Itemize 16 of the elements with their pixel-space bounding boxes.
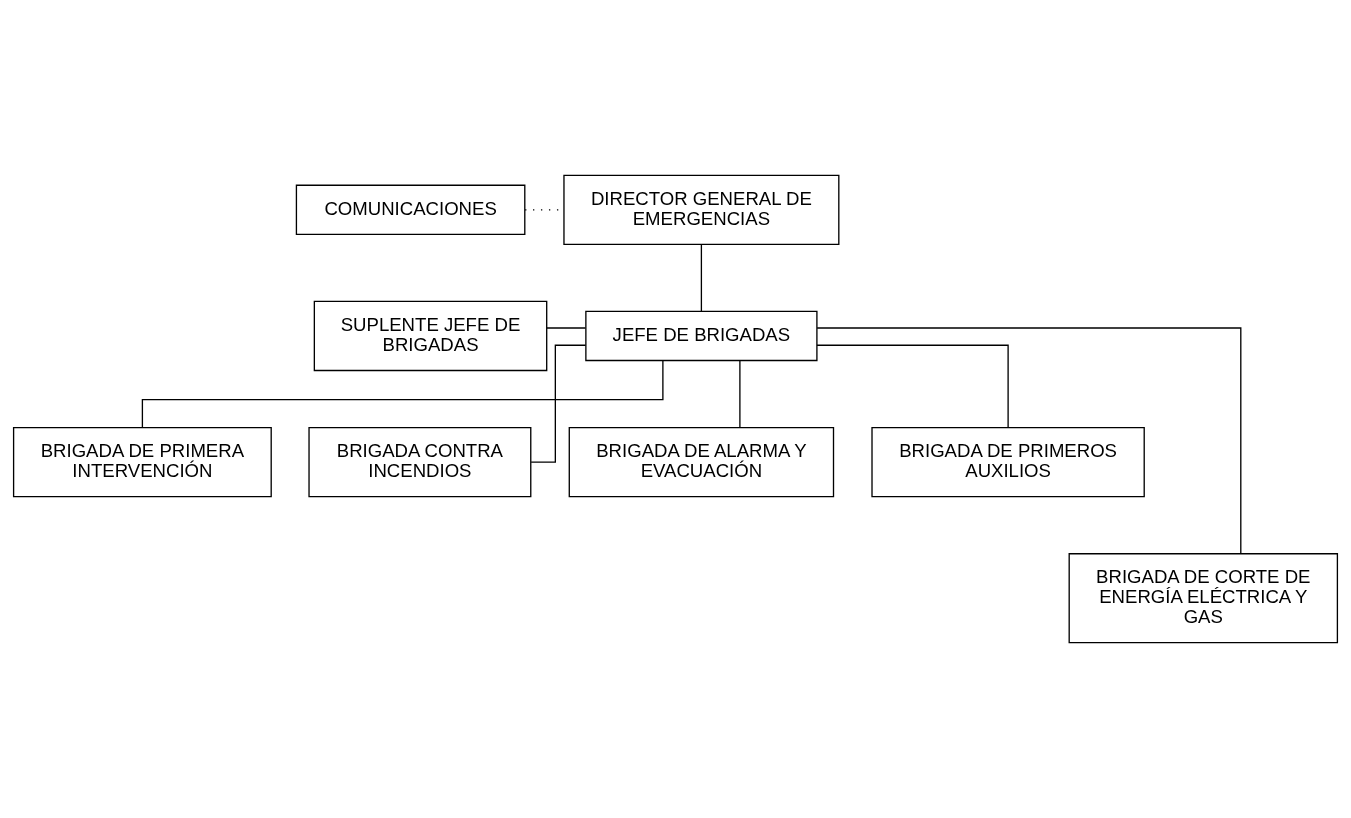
node-box: BRIGADA DE PRIMERA INTERVENCIÓN bbox=[12, 426, 272, 498]
node-box: BRIGADA DE CORTE DE ENERGÍA ELÉCTRICA Y GAS bbox=[1068, 553, 1339, 644]
connector bbox=[816, 327, 1242, 555]
connector bbox=[700, 243, 703, 312]
connector bbox=[816, 344, 1009, 428]
node-box: SUPLENTE JEFE DE BRIGADAS bbox=[313, 300, 548, 372]
connector bbox=[141, 360, 664, 428]
node-box: DIRECTOR GENERAL DE EMERGENCIAS bbox=[563, 174, 840, 246]
connector bbox=[546, 327, 587, 329]
node-box: BRIGADA DE PRIMEROS AUXILIOS bbox=[871, 426, 1145, 498]
node-box: JEFE DE BRIGADAS bbox=[585, 310, 818, 362]
connector bbox=[739, 360, 741, 428]
node-box: COMUNICACIONES bbox=[295, 184, 526, 236]
node-box: BRIGADA CONTRA INCENDIOS bbox=[308, 426, 532, 498]
connector bbox=[530, 344, 587, 463]
node-box: BRIGADA DE ALARMA Y EVACUACIÓN bbox=[568, 426, 835, 498]
